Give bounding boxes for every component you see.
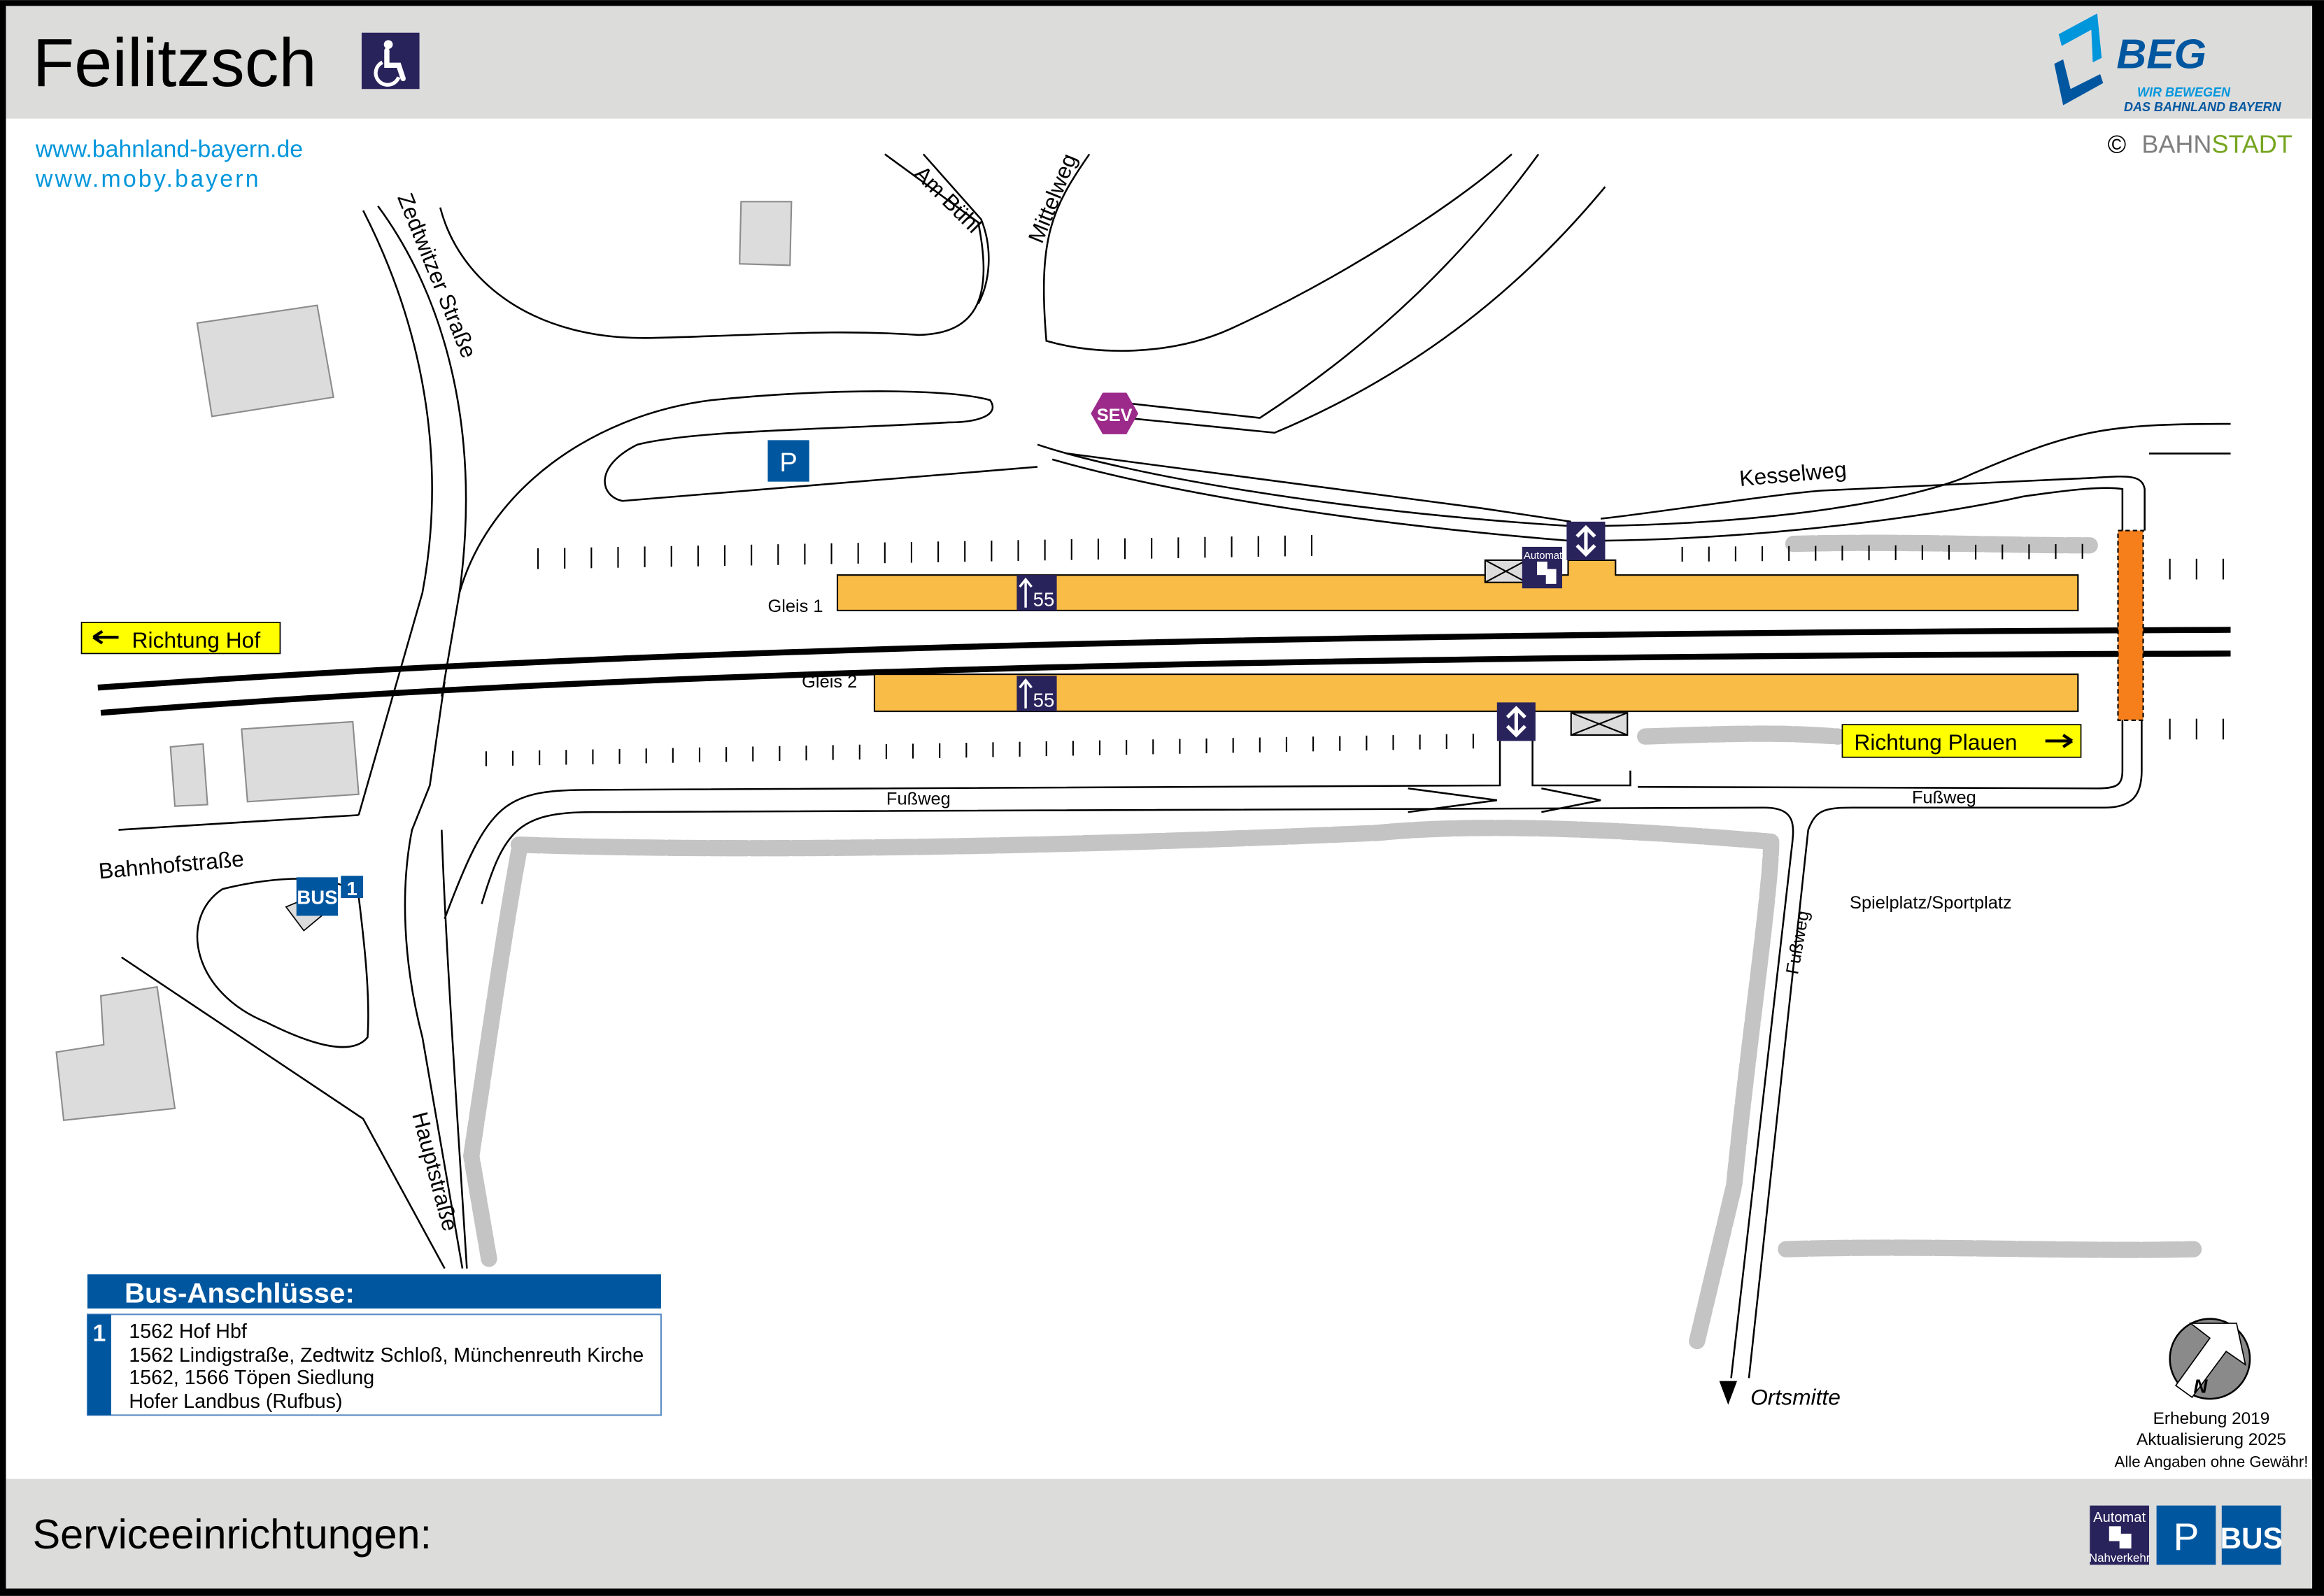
svg-text:BUS: BUS [297, 886, 337, 908]
bahnstadt-copyright: © BAHNSTADT [2108, 129, 2293, 158]
svg-text:DAS BAHNLAND BAYERN: DAS BAHNLAND BAYERN [2124, 100, 2282, 114]
svg-text:BAHNSTADT: BAHNSTADT [2141, 129, 2292, 158]
svg-text:P: P [2174, 1515, 2199, 1558]
platform-gleis-1: Gleis 1 [767, 559, 2079, 616]
footpath-label: Fußweg [1912, 788, 1976, 807]
bus-line: 1562, 1566 Töpen Siedlung [129, 1367, 374, 1389]
disclaimer: Alle Angaben ohne Gewähr! [2115, 1453, 2309, 1471]
north-arrow-icon: N [2169, 1318, 2251, 1400]
buildings [55, 201, 793, 1121]
elevator-icon [1496, 702, 1536, 741]
direction-hof: Richtung Hof [80, 622, 281, 655]
bus-connections-title: Bus-Anschlüsse: [125, 1277, 355, 1309]
parking-sign: P [767, 440, 809, 482]
svg-text:SEV: SEV [1097, 406, 1133, 425]
roads [118, 153, 2231, 1378]
footpath-label: Fußweg [886, 790, 951, 809]
bus-line: Hofer Landbus (Rufbus) [129, 1390, 342, 1413]
service-ticket-machine: Automat Nahverkehr [2089, 1505, 2151, 1565]
svg-text:P: P [779, 448, 797, 478]
survey-year: Erhebung 2019 [2153, 1409, 2270, 1428]
svg-text:BUS: BUS [2220, 1522, 2282, 1555]
hedges [463, 534, 2202, 1350]
service-parking: P [2156, 1505, 2216, 1565]
shelter-icon [1484, 559, 1629, 736]
svg-text:Richtung Hof: Richtung Hof [132, 627, 261, 653]
service-bus: BUS [2220, 1505, 2283, 1565]
svg-text:Gleis 2: Gleis 2 [802, 672, 857, 692]
beg-logo: BEG WIR BEWEGEN DAS BAHNLAND BAYERN [2054, 13, 2282, 114]
svg-text:BEG: BEG [2116, 31, 2206, 78]
page-title: Feilitzsch [33, 24, 317, 101]
svg-text:55: 55 [1033, 589, 1055, 611]
svg-text:Ortsmitte: Ortsmitte [1750, 1385, 1841, 1410]
fence-ticks [485, 535, 2224, 767]
place-ortsmitte: Ortsmitte [1719, 1381, 1841, 1410]
bus-connections-panel: Bus-Anschlüsse: 1 1562 Hof Hbf 1562 Lind… [86, 1274, 662, 1416]
svg-text:Automat: Automat [2093, 1510, 2146, 1525]
svg-text:55: 55 [1033, 690, 1055, 711]
svg-text:1: 1 [347, 878, 357, 899]
update-year: Aktualisierung 2025 [2137, 1430, 2286, 1449]
platform-access-sign-1: 55 [1016, 575, 1057, 611]
svg-text:Richtung Plauen: Richtung Plauen [1854, 729, 2017, 755]
svg-text:Nahverkehr: Nahverkehr [2089, 1551, 2151, 1565]
elevator-icon [1566, 521, 1606, 560]
footer-band [6, 1479, 2313, 1589]
place-sportplatz: Spielplatz/Sportplatz [1850, 893, 2012, 913]
bus-line: 1562 Lindigstraße, Zedtwitz Schloß, Münc… [129, 1344, 644, 1367]
svg-text:Automat: Automat [1524, 550, 1563, 562]
svg-text:Gleis 1: Gleis 1 [767, 597, 823, 616]
services-title: Serviceeinrichtungen: [33, 1511, 432, 1558]
bus-line: 1562 Hof Hbf [129, 1320, 247, 1343]
header-band [6, 6, 2313, 119]
svg-text:1: 1 [93, 1320, 106, 1346]
level-crossing [2117, 529, 2144, 721]
ticket-machine-icon: Automat [1522, 546, 1563, 589]
wheelchair-icon [361, 32, 420, 90]
platform-access-sign-2: 55 [1016, 676, 1057, 712]
svg-text:N: N [2194, 1376, 2209, 1397]
direction-plauen: Richtung Plauen [1841, 724, 2082, 758]
svg-text:WIR BEWEGEN: WIR BEWEGEN [2137, 85, 2231, 99]
railway-tracks [97, 627, 2231, 716]
link-bahnland[interactable]: www.bahnland-bayern.de [35, 136, 303, 163]
svg-text:©: © [2108, 129, 2127, 158]
sev-replacement-bus-sign: SEV [1091, 392, 1139, 434]
bus-stop-sign: BUS 1 [285, 876, 364, 932]
link-moby[interactable]: www.moby.bayern [35, 166, 261, 192]
platform-gleis-2: Gleis 2 [802, 672, 2079, 713]
